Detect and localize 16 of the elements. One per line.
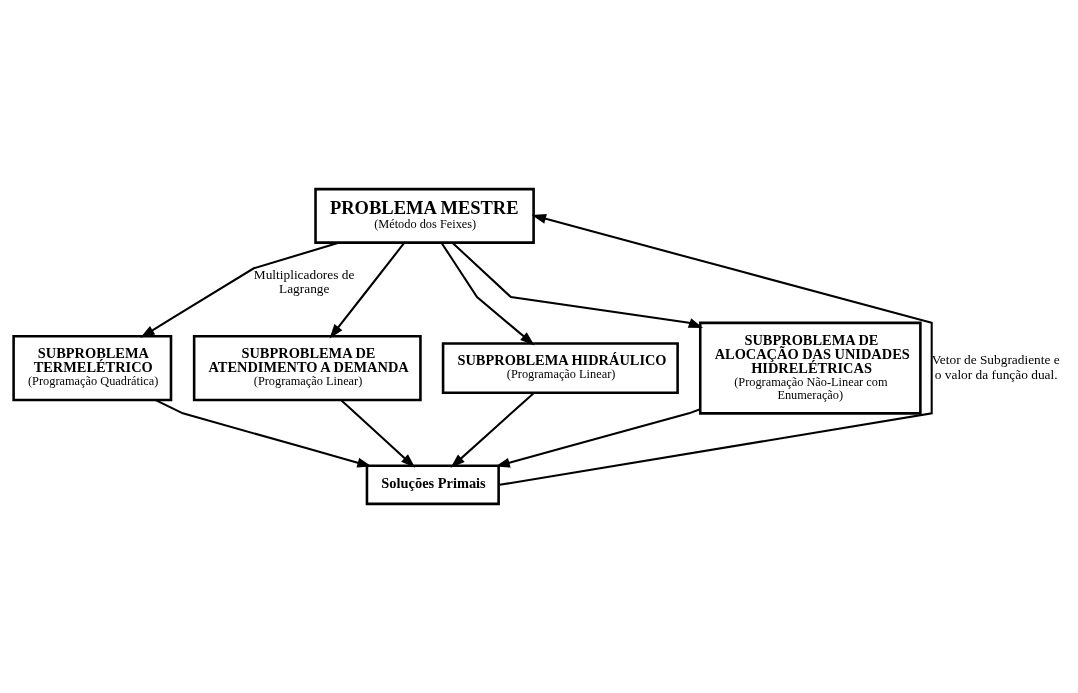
arrow xyxy=(340,399,416,468)
arrow xyxy=(450,392,535,468)
node-box: SUBPROBLEMA DE ATENDIMENTO A DEMANDA (Programação Linear) xyxy=(192,334,422,402)
node-box: Soluções Primais xyxy=(365,464,500,506)
arrow xyxy=(329,242,406,339)
edge-label: Multiplicadores de Lagrange xyxy=(253,267,355,297)
arrow xyxy=(155,399,372,468)
node-box: SUBPROBLEMA DE ALOCAÇÃO DAS UNIDADES HIDRELÉTRICAS (Programação Não-Linear com Enumeração) xyxy=(698,321,922,415)
arrow xyxy=(495,408,701,468)
node-box: PROBLEMA MESTRE (Método dos Feixes) xyxy=(314,187,535,244)
arrow xyxy=(140,241,339,338)
arrow xyxy=(451,241,704,328)
arrow xyxy=(499,213,933,486)
node-box: SUBPROBLEMA HIDRÁULICO (Programação Linear) xyxy=(441,342,679,395)
node-box: SUBPROBLEMA TERMELÉTRICO (Programação Quadrática) xyxy=(12,334,173,402)
arrow xyxy=(440,242,535,346)
